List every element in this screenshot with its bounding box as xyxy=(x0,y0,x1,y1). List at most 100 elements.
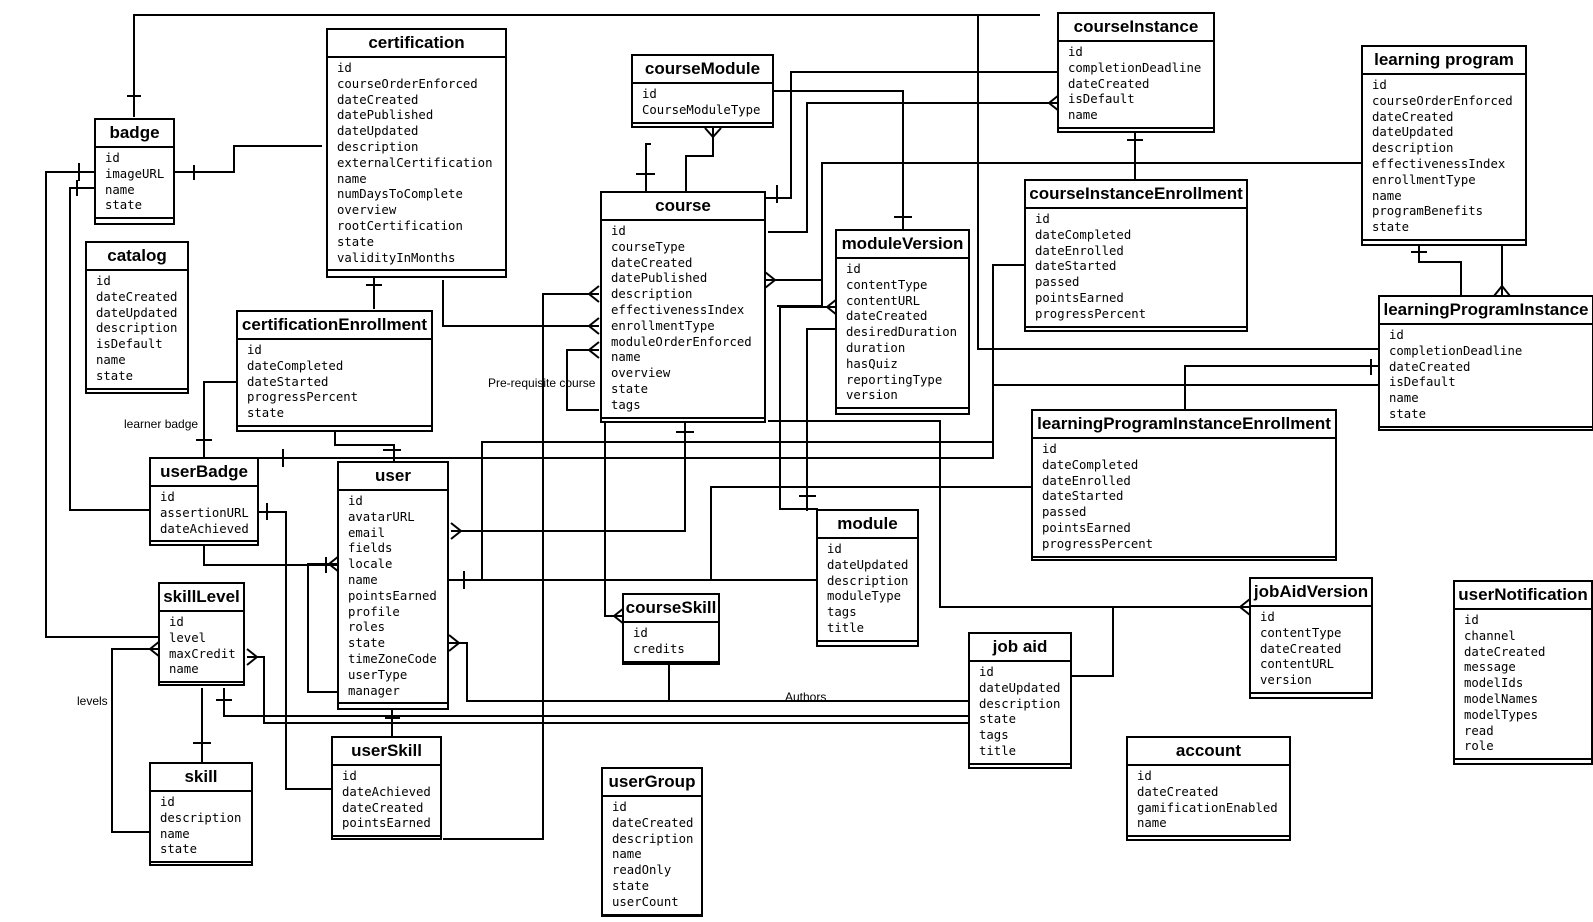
entity-footer xyxy=(87,387,187,396)
relationship-line xyxy=(223,688,968,717)
entity-field: email xyxy=(348,525,386,540)
entity-field: id xyxy=(348,494,363,508)
levels-label: levels xyxy=(77,694,108,708)
entity-field: completionDeadline xyxy=(1068,60,1202,75)
entity-field: version xyxy=(1260,673,1312,688)
entity-field: progressPercent xyxy=(247,390,359,405)
entity-field: channel xyxy=(1464,628,1516,643)
entity-field: CourseModuleType xyxy=(642,102,761,117)
entity-field: description xyxy=(160,810,242,825)
entity-field: tags xyxy=(979,728,1009,743)
entity-field: name xyxy=(169,662,199,677)
entity-title: courseInstanceEnrollment xyxy=(1026,181,1246,209)
many-marker xyxy=(450,522,463,540)
entity-field: state xyxy=(1372,220,1410,235)
many-marker xyxy=(448,634,461,652)
entity-footer xyxy=(818,639,917,648)
entity-field: id xyxy=(1372,78,1387,92)
entity-field: effectivenessIndex xyxy=(1372,156,1506,171)
entity-field: version xyxy=(846,388,898,403)
entity-footer xyxy=(151,540,257,548)
entity-field: dateCompleted xyxy=(247,358,344,373)
entity-field: dateEnrolled xyxy=(1035,243,1124,258)
entity-field: dateStarted xyxy=(1035,259,1117,274)
entity-field: message xyxy=(1464,660,1516,675)
relationship-line xyxy=(1070,606,1250,677)
entity-field: dateUpdated xyxy=(979,680,1061,695)
entity-field: id xyxy=(846,262,861,276)
entity-field: id xyxy=(612,800,627,814)
entity-field: pointsEarned xyxy=(1035,290,1124,305)
entity-field: id xyxy=(105,151,120,165)
entity-field: hasQuiz xyxy=(846,356,898,371)
entity-field: gamificationEnabled xyxy=(1137,800,1278,815)
entity-field: userType xyxy=(348,667,408,682)
entity-field: dateCreated xyxy=(1372,109,1454,124)
entity-field: isDefault xyxy=(1068,92,1135,107)
relationship-line xyxy=(806,328,837,511)
prerequisite-course-label: Pre-requisite course xyxy=(488,376,596,390)
entity-field: id xyxy=(96,274,111,288)
entity-field: courseType xyxy=(611,239,686,254)
learner-badge-label: learner badge xyxy=(124,417,199,431)
entity-title: userGroup xyxy=(603,769,701,797)
many-marker xyxy=(825,298,838,316)
relationship-line xyxy=(765,241,823,281)
entity-title: course xyxy=(602,193,764,221)
entity-field: modelNames xyxy=(1464,691,1539,706)
entity-field: dateCreated xyxy=(337,92,419,107)
entity-field: dateCreated xyxy=(1137,784,1219,799)
many-marker xyxy=(1238,598,1251,616)
entity-field: name xyxy=(105,182,135,197)
entity-field: contentType xyxy=(1260,625,1342,640)
entity-title: catalog xyxy=(87,243,187,271)
entity-field: id xyxy=(979,665,994,679)
entity-title: userBadge xyxy=(151,459,257,487)
entity-footer xyxy=(328,269,505,277)
relationship-line xyxy=(566,349,599,411)
many-marker xyxy=(327,555,340,573)
entity-field: fields xyxy=(348,541,393,556)
entity-field: name xyxy=(1372,188,1402,203)
entity-field: enrollmentType xyxy=(611,318,715,333)
entity-footer xyxy=(602,416,764,425)
many-marker xyxy=(246,648,259,666)
entity-field: dateCreated xyxy=(1464,644,1546,659)
entity-field: contentURL xyxy=(1260,657,1335,672)
entity-field: passed xyxy=(1042,505,1087,520)
entity-field: pointsEarned xyxy=(348,588,437,603)
entity-field: name xyxy=(1137,816,1167,831)
entity-field: state xyxy=(160,842,198,857)
entity-footer xyxy=(624,660,718,669)
entity-field: datePublished xyxy=(337,108,434,123)
entity-field: state xyxy=(612,878,650,893)
entity-field: dateCreated xyxy=(1389,359,1471,374)
entity-field: readOnly xyxy=(612,863,672,878)
entity-field: credits xyxy=(633,641,685,656)
entity-title: jobAidVersion xyxy=(1251,579,1371,607)
entity-field: name xyxy=(337,171,367,186)
entity-field: tags xyxy=(611,397,641,412)
entity-footer xyxy=(151,861,251,869)
relationship-line xyxy=(69,187,149,511)
entity-title: badge xyxy=(96,120,173,148)
entity-title: moduleVersion xyxy=(837,231,968,259)
entity-field: name xyxy=(160,826,190,841)
entity-field: roles xyxy=(348,620,386,635)
entity-title: courseInstance xyxy=(1059,14,1213,42)
entity-field: dateAchieved xyxy=(342,784,431,799)
